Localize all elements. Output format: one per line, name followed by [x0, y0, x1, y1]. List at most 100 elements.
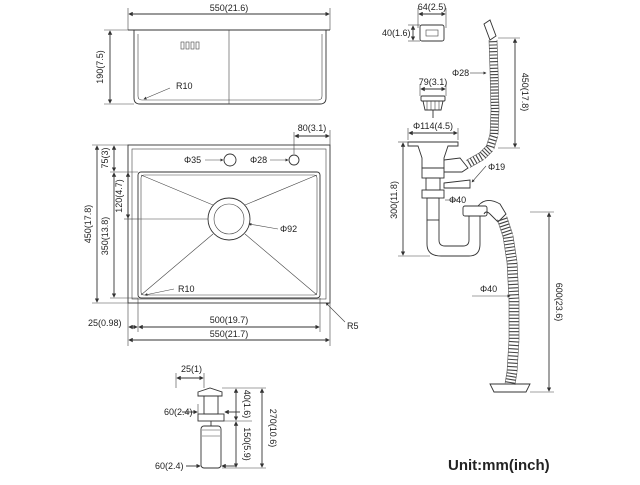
hose-rib — [509, 298, 519, 299]
hose-rib — [508, 274, 518, 275]
hose-rib — [504, 240, 514, 242]
drain-hose-diameter-label: Φ40 — [480, 284, 497, 294]
top-depth-label: 190(7.5) — [95, 50, 105, 84]
slip-nut-icon — [422, 190, 444, 198]
hose-edge — [494, 136, 498, 149]
sink-outline — [128, 145, 330, 303]
dispenser-bottle-icon — [201, 426, 221, 468]
drain-hose-length-label: 600(23.6) — [554, 283, 564, 322]
corner-radius-label: R5 — [347, 321, 359, 331]
hose-edge — [507, 216, 513, 234]
hose-rib — [508, 349, 518, 350]
soap-dispenser: 25(1) 60(2.4) 60(2.4) 40(1.6) 150(5.9) 2… — [155, 364, 278, 471]
faucet-hole-28-icon — [289, 155, 299, 165]
hose-rib — [507, 366, 517, 367]
hose-edge — [479, 145, 487, 153]
basin-outline — [138, 172, 320, 298]
front-radius-label: R10 — [178, 284, 195, 294]
dispenser-head-width-label: 60(2.4) — [164, 407, 193, 417]
hose-rib — [501, 227, 510, 230]
hose-edge — [490, 110, 491, 135]
top-view: 550(21.6) R10 190(7.5) — [95, 3, 330, 104]
hose-rib — [507, 260, 517, 262]
strainer-basket-icon — [421, 96, 445, 118]
dispenser-bottle-width-label: 60(2.4) — [155, 461, 184, 471]
hose-edge — [485, 151, 493, 159]
side-margin-label: 25(0.98) — [88, 318, 122, 328]
radius-leader — [144, 88, 170, 99]
hose-rib — [508, 352, 518, 353]
strainer-assembly: 79(3.1) Φ114(4.5) Φ19 Φ40 — [389, 77, 506, 256]
basin-height-label: 350(13.8) — [100, 217, 110, 256]
hose-edge — [503, 237, 507, 263]
hose-rib — [507, 270, 517, 271]
hose-rib — [502, 230, 511, 233]
hose-rib — [507, 373, 517, 375]
overflow-hose — [466, 40, 499, 168]
faucet-hole-35-icon — [224, 154, 236, 166]
hose-rib — [508, 277, 518, 278]
drain-hose — [497, 216, 519, 384]
hole-28-label: Φ28 — [250, 155, 267, 165]
top-margin-label: 75(3) — [100, 147, 110, 168]
hose-rib — [509, 341, 519, 342]
overflow-cover-icon — [420, 25, 444, 41]
unit-label: Unit:mm(inch) — [448, 457, 550, 474]
front-view: Φ92 Φ35 Φ28 80(3.1) R10 450(17.8) 75(3) … — [83, 123, 359, 346]
crease-line — [141, 234, 213, 295]
strainer-body-icon — [408, 142, 458, 168]
hose-rib — [508, 281, 518, 282]
tailpiece-tube-icon — [427, 198, 439, 220]
hose-rib — [506, 379, 516, 381]
hose-rib — [508, 288, 518, 289]
hose-rib — [507, 267, 517, 268]
dispenser-head-height-label: 40(1.6) — [242, 390, 252, 419]
hose-rib — [508, 359, 518, 360]
hose-rib — [509, 295, 519, 296]
dishwasher-nozzle-icon — [444, 180, 470, 188]
hose-rib — [509, 291, 519, 292]
corner-leader — [326, 303, 345, 322]
overflow-height-label: 40(1.6) — [382, 28, 411, 38]
hose-rib — [504, 243, 514, 245]
total-width-label: 550(21.7) — [210, 329, 249, 339]
hose-rib — [476, 155, 480, 162]
hose-rib — [505, 250, 515, 252]
top-width-label: 550(21.6) — [210, 3, 249, 13]
hose-edge — [498, 110, 499, 135]
trap-elbow-icon — [478, 200, 506, 222]
hose-rib — [467, 160, 471, 167]
hose-rib — [473, 157, 477, 164]
overflow-pipe-label: Φ28 — [452, 68, 469, 78]
hose-rib — [507, 370, 517, 371]
dispenser-pump-head-icon — [198, 388, 222, 396]
hose-rib — [509, 345, 519, 346]
hose-rib — [503, 233, 512, 236]
trap-nut-icon — [463, 206, 487, 216]
drain-diameter-label: Φ92 — [280, 224, 297, 234]
overflow-part: 64(2.5) 40(1.6) Φ28 450(17.8) — [382, 2, 530, 148]
drain-icon — [208, 198, 250, 240]
basin-inner — [141, 175, 317, 295]
hose-rib — [505, 382, 515, 384]
p-trap-inner-icon — [439, 216, 469, 246]
tap-offset-label: 80(3.1) — [298, 123, 327, 133]
drain-leader — [249, 224, 278, 229]
nozzle-diameter-label: Φ19 — [488, 162, 505, 172]
hose-rib — [506, 376, 516, 378]
drain-offset-label: 120(4.7) — [114, 179, 124, 213]
overflow-width-label: 64(2.5) — [418, 2, 447, 12]
dispenser-neck-icon — [204, 396, 218, 414]
trap-pipe-label: Φ40 — [449, 195, 466, 205]
overflow-slots-icon — [181, 42, 199, 49]
hose-rib — [508, 363, 518, 364]
hose-rib — [507, 263, 517, 264]
hose-rib — [490, 135, 498, 137]
strainer-nut-icon — [422, 168, 444, 178]
hose-rib — [505, 247, 515, 249]
drain-inner-icon — [214, 204, 244, 234]
dispenser-collar-icon — [198, 414, 224, 421]
overflow-elbow-icon — [484, 20, 496, 40]
top-radius-label: R10 — [176, 81, 193, 91]
